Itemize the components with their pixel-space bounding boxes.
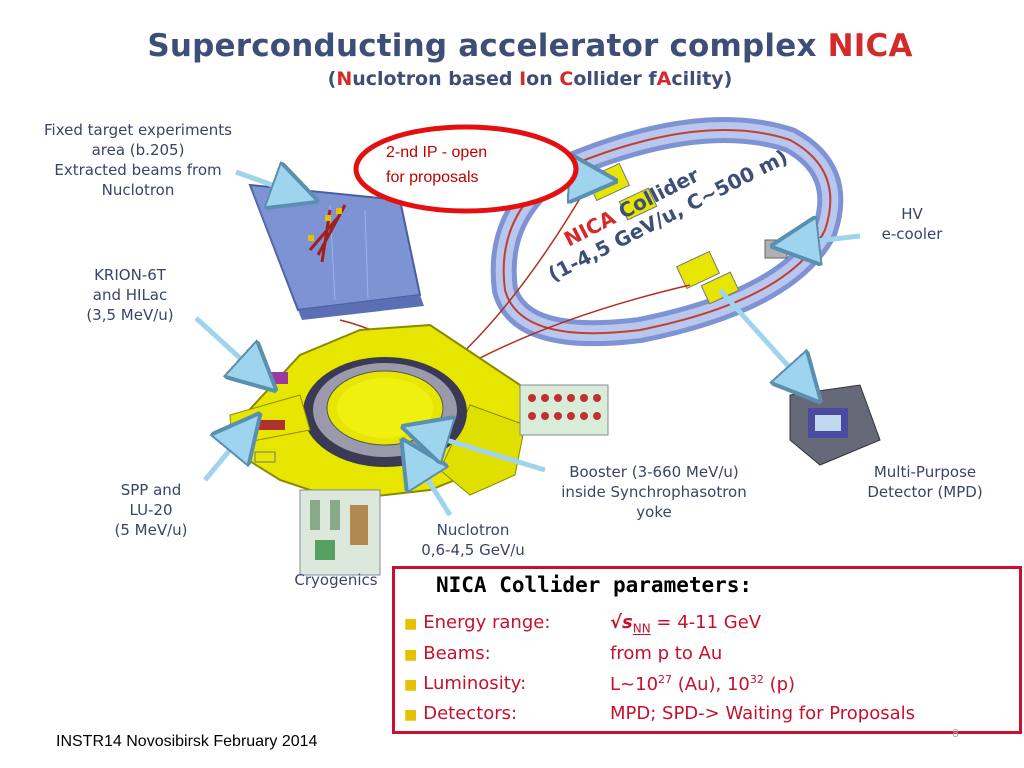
krion-label: KRION-6T and HILac (3,5 MeV/u) bbox=[70, 265, 190, 325]
sub-part: cility) bbox=[671, 68, 733, 90]
parameters-box bbox=[392, 566, 1022, 734]
sub-part: A bbox=[656, 68, 672, 90]
nuclotron-label: Nuclotron 0,6-4,5 GeV/u bbox=[398, 520, 548, 560]
mpd-detector bbox=[789, 384, 881, 466]
sqrt-s: √s bbox=[610, 612, 633, 633]
parameters-title: NICA Collider parameters: bbox=[436, 573, 753, 597]
param-row-beams: ■ Beams: bbox=[404, 643, 491, 664]
param-value-beams: from p to Au bbox=[610, 643, 723, 664]
label-line: Multi-Purpose bbox=[873, 463, 977, 481]
param-name: Luminosity: bbox=[423, 673, 527, 694]
label-line: LU-20 bbox=[129, 501, 173, 519]
sub-part: ollider f bbox=[573, 68, 657, 90]
label-line: Booster (3-660 MeV/u) bbox=[569, 463, 739, 481]
lum-part: (Au), 10 bbox=[672, 674, 750, 695]
lum-part: L~10 bbox=[610, 674, 659, 695]
main-complex bbox=[229, 323, 527, 502]
lum-exponent: 27 bbox=[658, 673, 673, 686]
bullet-icon: ■ bbox=[404, 677, 418, 693]
slide-title: Superconducting accelerator complex NICA bbox=[0, 28, 1024, 64]
title-highlight: NICA bbox=[827, 28, 913, 64]
label-line: yoke bbox=[636, 503, 672, 521]
label-line: HV bbox=[901, 205, 923, 223]
lum-exponent: 32 bbox=[749, 673, 764, 686]
sub-part: on bbox=[526, 68, 560, 90]
second-ip-oval bbox=[353, 124, 579, 214]
param-name: Energy range: bbox=[423, 612, 551, 633]
bullet-icon: ■ bbox=[404, 707, 418, 723]
param-value-luminosity: L~1027 (Au), 1032 (p) bbox=[610, 673, 795, 695]
param-value-detectors: MPD; SPD-> Waiting for Proposals bbox=[610, 703, 916, 724]
title-prefix: Superconducting accelerator complex bbox=[147, 28, 828, 64]
booster-label: Booster (3-660 MeV/u) inside Synchrophas… bbox=[540, 462, 768, 522]
slide-subtitle: (Nuclotron based Ion Collider fAcility) bbox=[0, 68, 1024, 90]
sub-part: uclotron based bbox=[352, 68, 520, 90]
label-line: 0,6-4,5 GeV/u bbox=[421, 541, 525, 559]
param-row-energy: ■ Energy range: bbox=[404, 612, 550, 633]
label-line: Nuclotron bbox=[436, 521, 510, 539]
spp-label: SPP and LU-20 (5 MeV/u) bbox=[96, 480, 206, 540]
sub-part: C bbox=[559, 68, 574, 90]
energy-value: = 4-11 GeV bbox=[650, 612, 762, 633]
cryogenics-plant bbox=[299, 489, 381, 576]
label-line: area (b.205) bbox=[91, 141, 185, 159]
label-line: (3,5 MeV/u) bbox=[86, 306, 174, 324]
label-line: (5 MeV/u) bbox=[114, 521, 188, 539]
label-line: e-cooler bbox=[881, 225, 943, 243]
label-line: Extracted beams from bbox=[54, 161, 222, 179]
fixed-target-label: Fixed target experiments area (b.205) Ex… bbox=[30, 120, 246, 200]
footer-text: INSTR14 Novosibirsk February 2014 bbox=[56, 733, 318, 750]
param-name: Beams: bbox=[423, 643, 491, 664]
fixed-target-building bbox=[248, 183, 424, 320]
param-row-luminosity: ■ Luminosity: bbox=[404, 673, 526, 694]
page-number: 8 bbox=[952, 727, 959, 740]
label-line: for proposals bbox=[386, 169, 479, 186]
param-name: Detectors: bbox=[423, 703, 518, 724]
sub-part: I bbox=[519, 68, 527, 90]
nn-subscript: NN bbox=[632, 621, 651, 636]
label-line: Detector (MPD) bbox=[867, 483, 983, 501]
label-line: KRION-6T bbox=[94, 266, 166, 284]
sub-part: N bbox=[336, 68, 353, 90]
label-line: 2-nd IP - open bbox=[386, 144, 488, 161]
label-line: inside Synchrophasotron bbox=[561, 483, 747, 501]
bullet-icon: ■ bbox=[404, 647, 418, 663]
cryogenics-label: Cryogenics bbox=[294, 571, 378, 589]
mpd-label: Multi-Purpose Detector (MPD) bbox=[840, 462, 1010, 502]
transfer-line bbox=[454, 189, 586, 361]
label-line: Nuclotron bbox=[101, 181, 175, 199]
second-ip-label: 2-nd IP - open for proposals bbox=[386, 140, 487, 190]
sub-part: ( bbox=[327, 68, 337, 90]
auxiliary-block bbox=[519, 384, 609, 436]
label-line: and HILac bbox=[92, 286, 168, 304]
bullet-icon: ■ bbox=[404, 616, 418, 632]
label-line: Fixed target experiments bbox=[44, 121, 232, 139]
lum-part: (p) bbox=[763, 674, 796, 695]
param-value-energy: √sNN = 4-11 GeV bbox=[610, 612, 761, 636]
param-row-detectors: ■ Detectors: bbox=[404, 703, 517, 724]
callout-arrows bbox=[194, 172, 861, 517]
label-line: SPP and bbox=[120, 481, 182, 499]
hv-cooler-label: HV e-cooler bbox=[862, 204, 962, 244]
